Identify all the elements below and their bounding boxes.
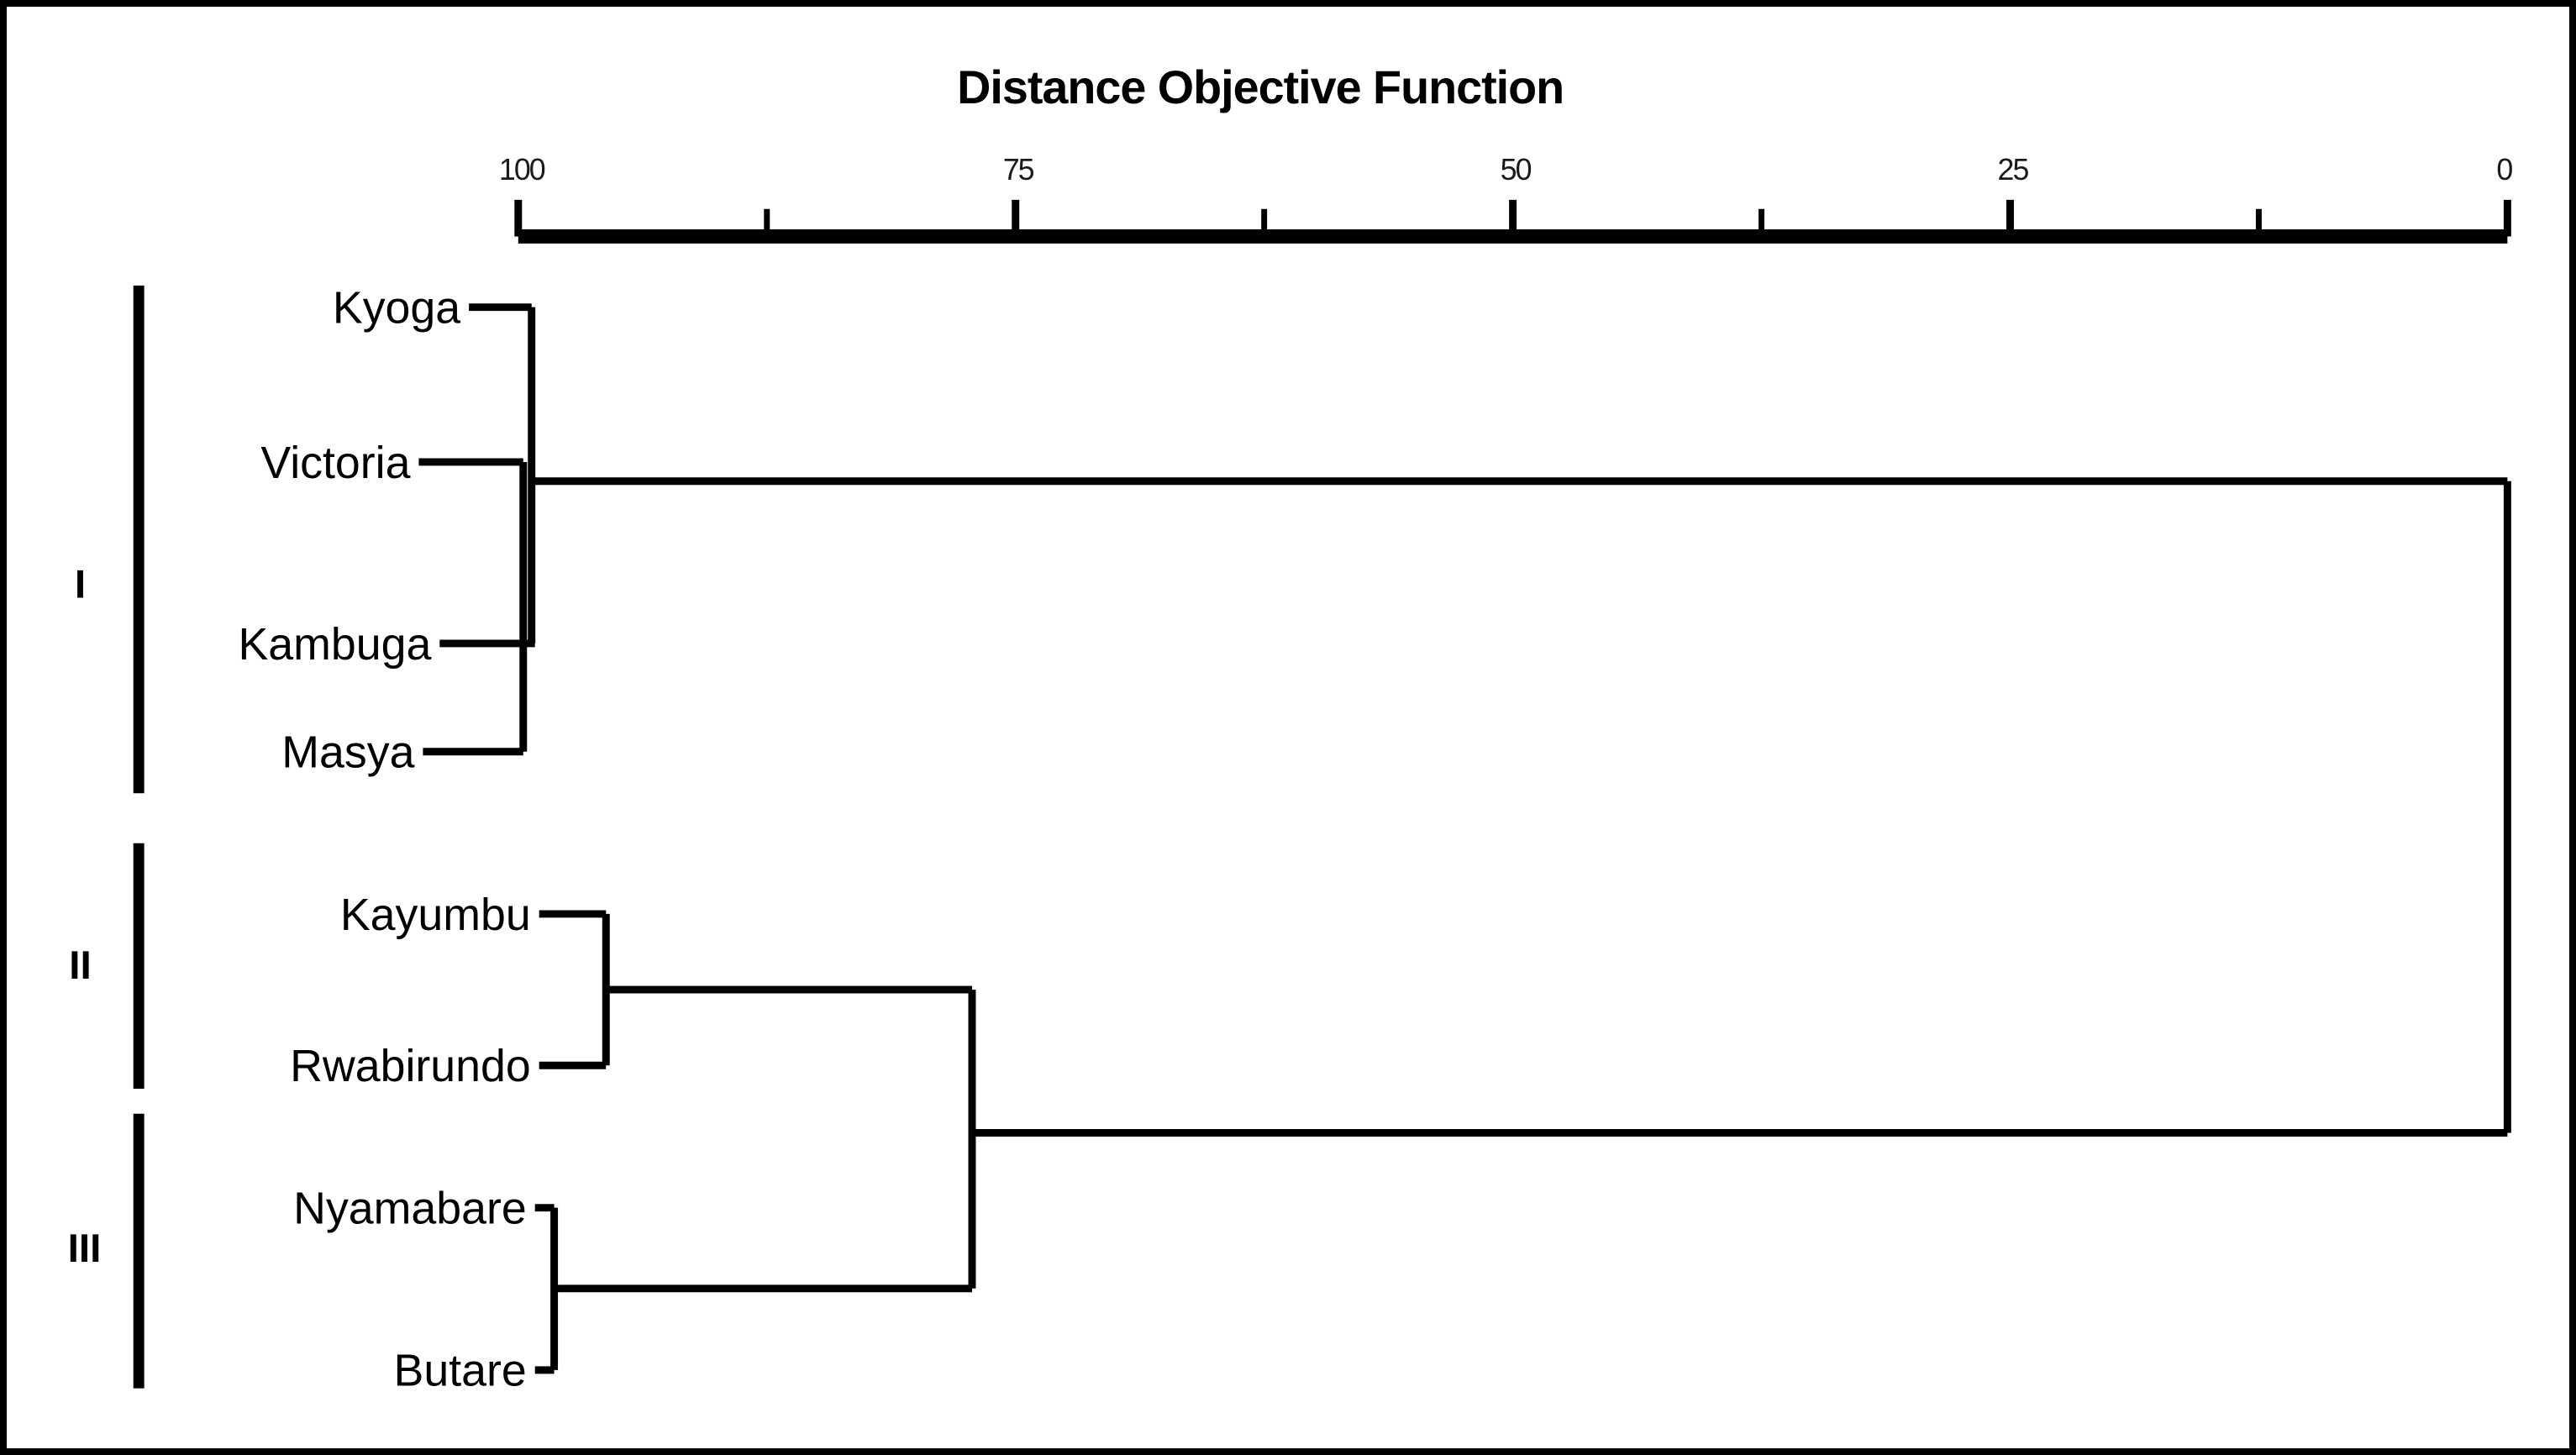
axis-tick-label-100: 100 bbox=[499, 153, 545, 186]
leaf-label-butare: Butare bbox=[394, 1346, 527, 1396]
cluster-label-II: II bbox=[69, 943, 92, 988]
cluster-II-tree bbox=[539, 910, 972, 1069]
cluster-III-tree bbox=[534, 1204, 972, 1374]
leaf-labels: Kyoga Victoria Kambuga Masya Kayumbu Rwa… bbox=[238, 283, 530, 1396]
cluster-label-I: I bbox=[75, 563, 86, 607]
leaf-label-kyoga: Kyoga bbox=[333, 283, 460, 334]
cluster-II-III-join bbox=[968, 990, 2508, 1289]
axis-tick-label-0: 0 bbox=[2496, 153, 2512, 186]
axis-tick-label-50: 50 bbox=[1501, 153, 1532, 186]
leaf-label-kambuga: Kambuga bbox=[238, 619, 431, 670]
leaf-label-victoria: Victoria bbox=[260, 438, 410, 488]
dendrogram-chart: Distance Objective Function 100 75 50 25… bbox=[68, 61, 2515, 1396]
axis-tick-label-25: 25 bbox=[1998, 153, 2029, 186]
leaf-label-nyamabare: Nyamabare bbox=[293, 1184, 527, 1234]
cluster-I-tree bbox=[418, 303, 2508, 756]
cluster-label-III: III bbox=[68, 1227, 102, 1271]
leaf-label-rwabirundo: Rwabirundo bbox=[290, 1041, 531, 1091]
cluster-brackets: I II III bbox=[68, 285, 145, 1389]
chart-title: Distance Objective Function bbox=[957, 61, 1564, 113]
leaf-label-kayumbu: Kayumbu bbox=[340, 890, 531, 940]
axis-tick-label-75: 75 bbox=[1003, 153, 1034, 186]
leaf-label-masya: Masya bbox=[281, 728, 414, 778]
axis-group: 100 75 50 25 0 bbox=[499, 153, 2514, 244]
